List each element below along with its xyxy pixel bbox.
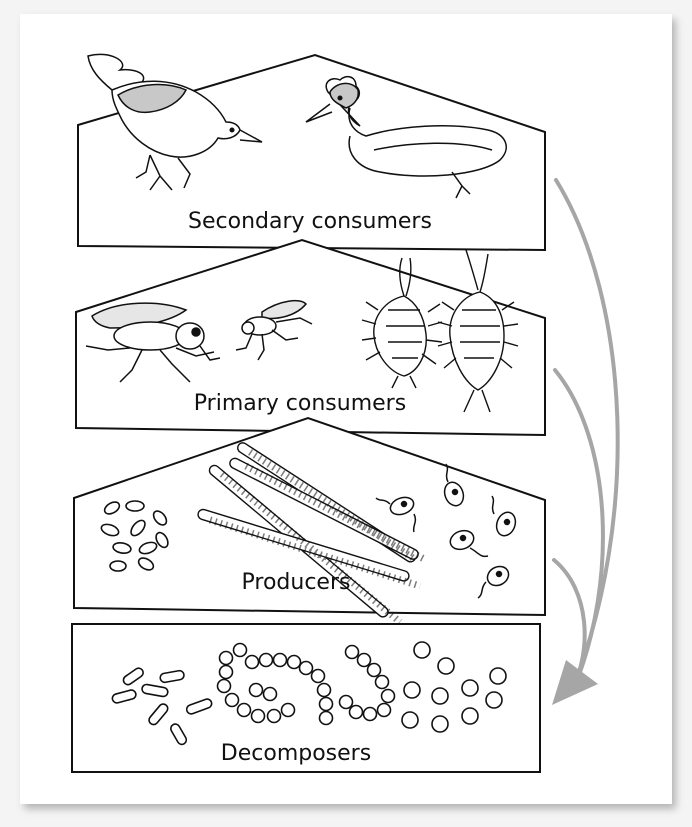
nymph-icon	[361, 257, 443, 389]
filament-segments	[208, 449, 428, 625]
arrow-primary-to-decomposers	[553, 368, 605, 690]
rod-bacteria-icon	[111, 667, 213, 746]
level-label-decomposers: Decomposers	[221, 741, 371, 766]
level-label-primary: Primary consumers	[194, 391, 406, 416]
level-box-decomposers	[71, 623, 541, 773]
euglena-icon	[375, 463, 517, 599]
chain-bacteria-icon	[216, 642, 396, 726]
nymph-icon	[437, 249, 519, 413]
coccus-bacteria-icon	[401, 641, 507, 733]
level-secondary-consumers: Secondary consumers	[77, 53, 546, 252]
diatom-icon	[100, 500, 169, 572]
level-box-primary	[75, 238, 546, 437]
grebe-icon	[305, 75, 507, 199]
level-box-producers	[73, 416, 546, 617]
bird-icon	[87, 53, 263, 191]
beetle-icon	[235, 299, 313, 361]
arrow-head	[552, 660, 598, 705]
level-primary-consumers: Primary consumers	[75, 238, 546, 437]
level-label-producers: Producers	[242, 570, 351, 595]
level-decomposers: Decomposers	[71, 623, 541, 773]
level-producers: Producers	[73, 416, 546, 625]
fly-icon	[85, 302, 221, 383]
level-label-secondary: Secondary consumers	[188, 209, 432, 234]
